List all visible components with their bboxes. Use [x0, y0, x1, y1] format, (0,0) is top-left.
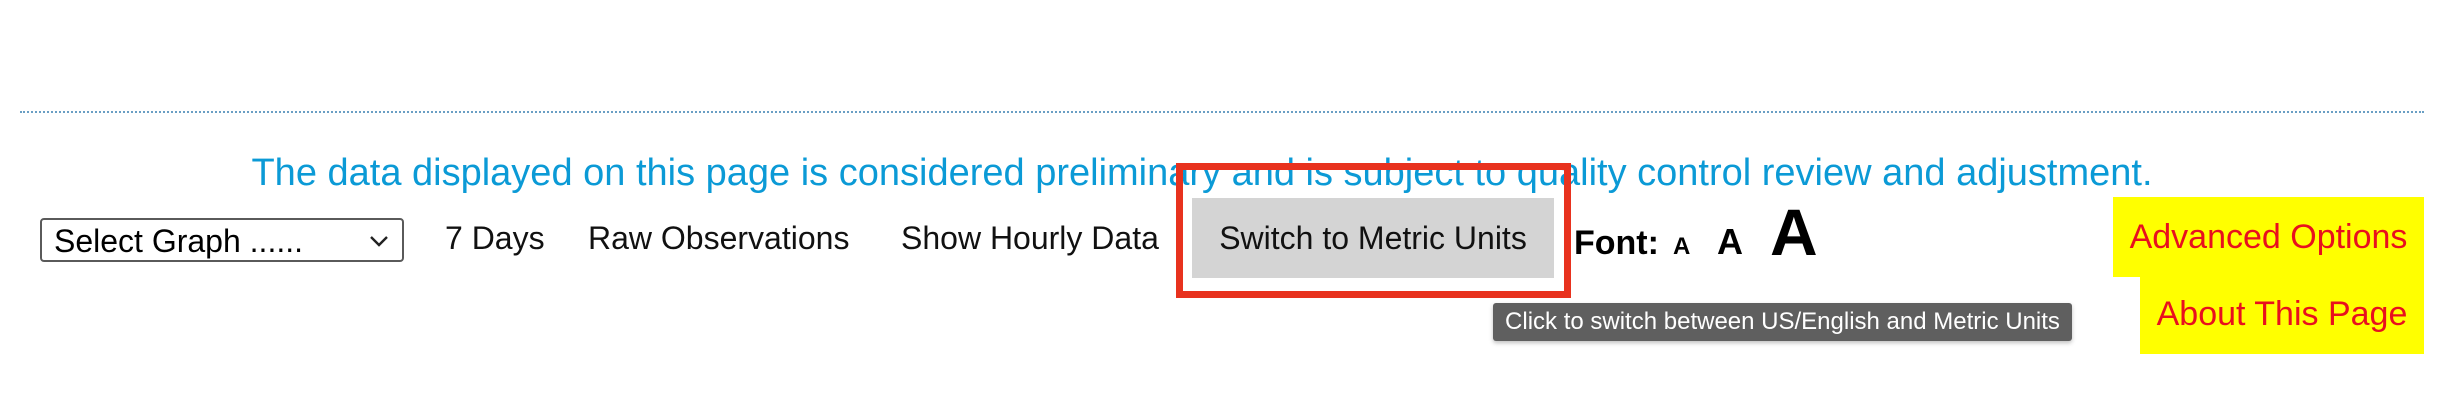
about-this-page-button[interactable]: About This Page	[2140, 277, 2424, 354]
seven-days-link[interactable]: 7 Days	[445, 220, 545, 256]
dotted-divider	[20, 111, 2424, 113]
metric-units-tooltip: Click to switch between US/English and M…	[1493, 303, 2072, 341]
select-graph-value: Select Graph ......	[54, 223, 303, 259]
preliminary-data-notice: The data displayed on this page is consi…	[251, 152, 2153, 194]
font-medium-button[interactable]: A	[1717, 221, 1743, 262]
font-size-label: Font:	[1574, 224, 1659, 262]
select-graph-dropdown[interactable]: Select Graph ......	[40, 218, 404, 262]
font-small-button[interactable]: A	[1673, 233, 1691, 260]
chevron-down-icon	[370, 236, 388, 247]
raw-observations-link[interactable]: Raw Observations	[588, 220, 850, 256]
switch-to-metric-units-button[interactable]: Switch to Metric Units	[1192, 198, 1554, 278]
advanced-options-button[interactable]: Advanced Options	[2113, 197, 2424, 277]
show-hourly-data-link[interactable]: Show Hourly Data	[901, 220, 1159, 256]
font-large-button[interactable]: A	[1770, 195, 1818, 269]
